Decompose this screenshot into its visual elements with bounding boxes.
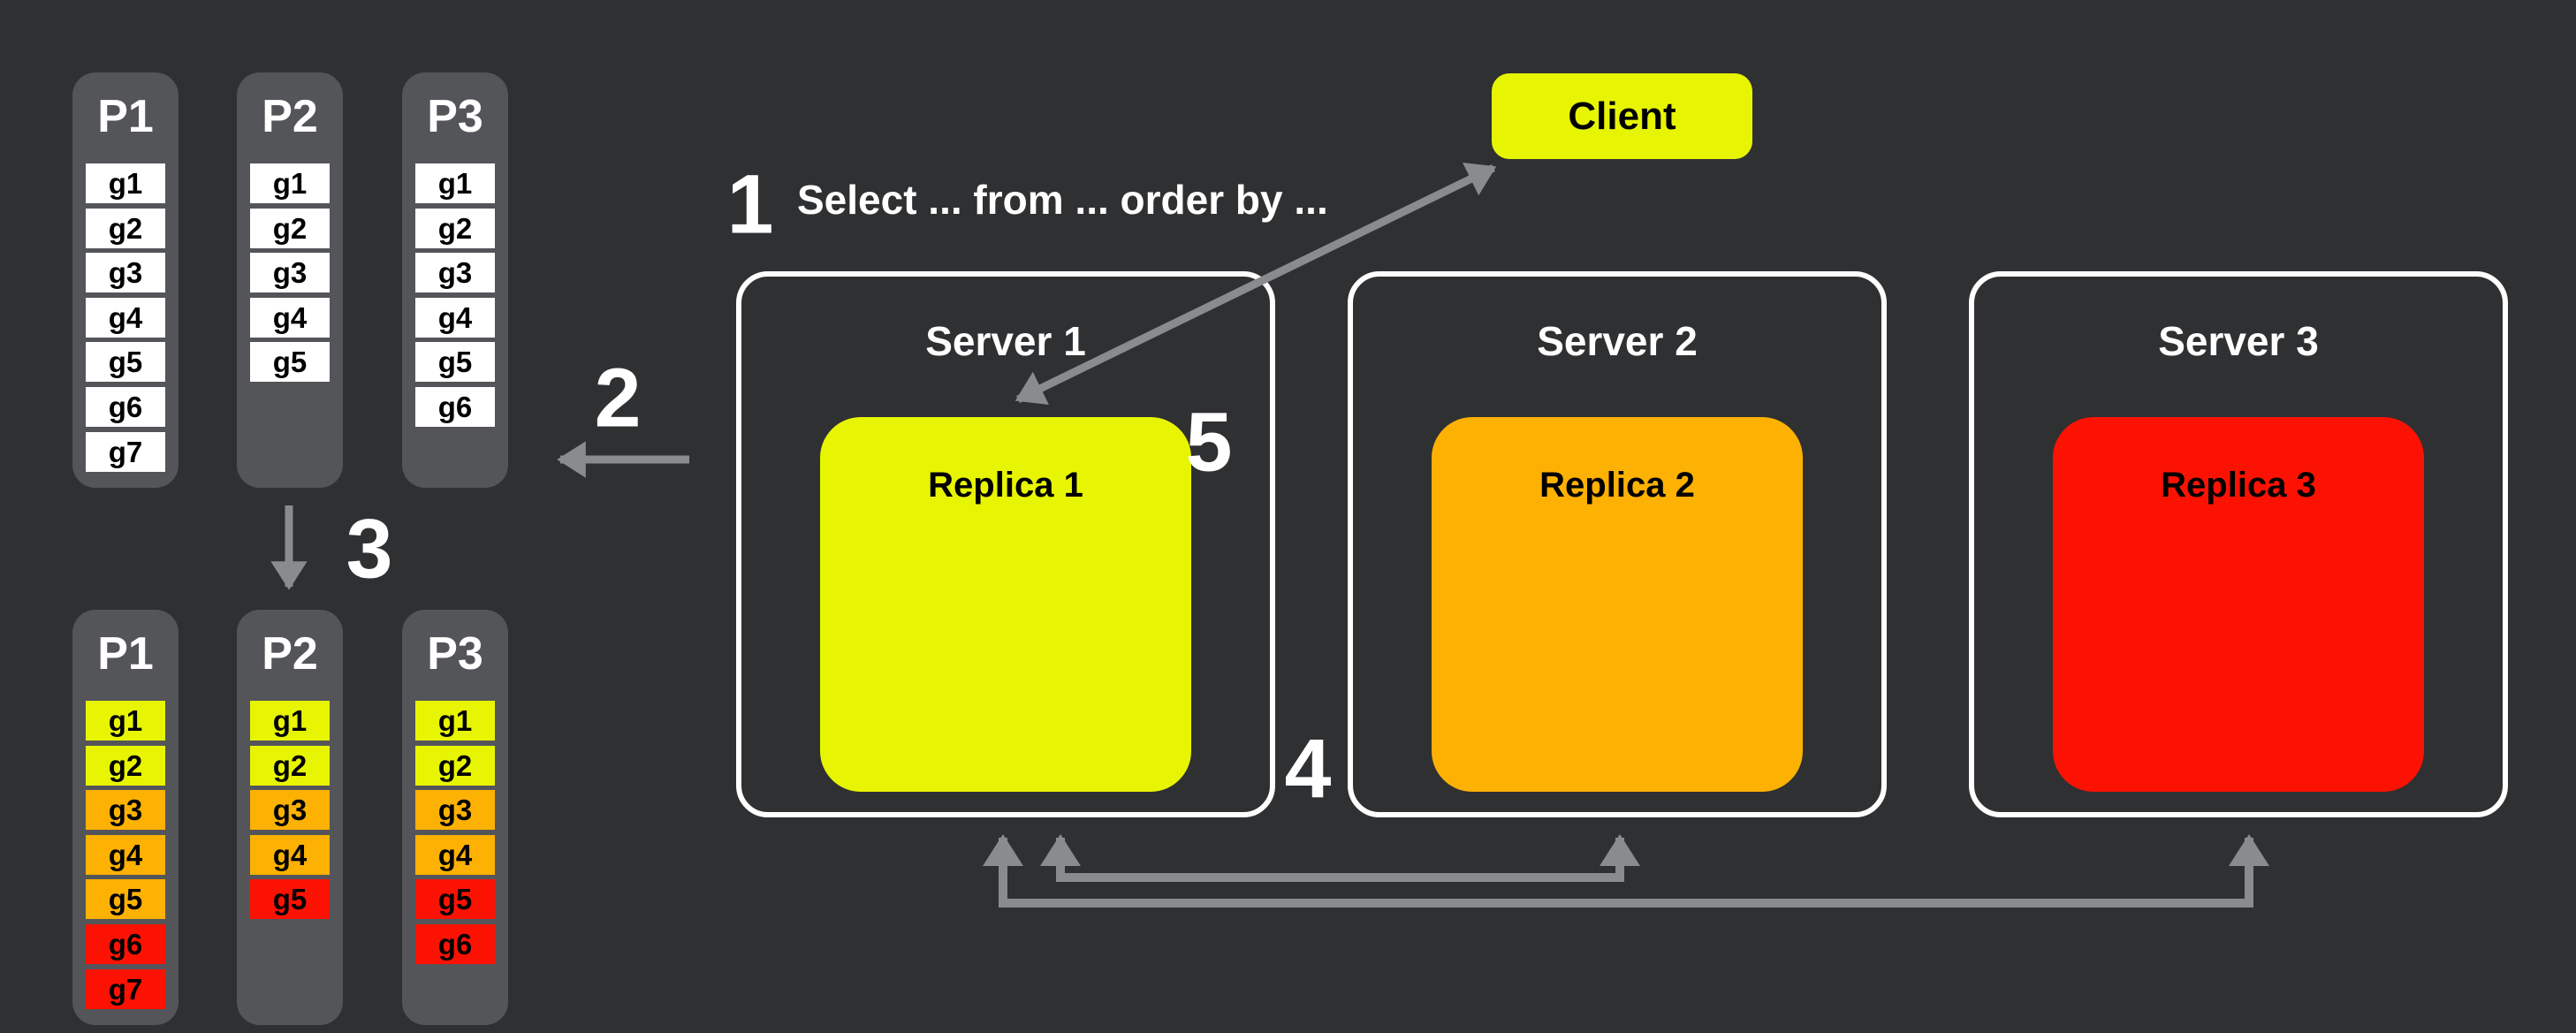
partition-label: P3	[427, 628, 483, 680]
server-box-3: Server 3 Replica 3	[1969, 271, 2508, 817]
partition-label: P2	[262, 628, 318, 680]
partition-cell-g1: g1	[415, 163, 495, 203]
partition-cell-g1: g1	[250, 163, 330, 203]
partition-cell-g2: g2	[250, 746, 330, 786]
partition-cell-g2: g2	[415, 746, 495, 786]
replica-label: Replica 1	[928, 466, 1083, 505]
partition-cell-g3: g3	[86, 253, 165, 292]
partition-cell-g7: g7	[86, 432, 165, 472]
client-label: Client	[1568, 95, 1676, 138]
partition-cell-g4: g4	[250, 835, 330, 875]
replica-label: Replica 2	[1539, 466, 1695, 505]
partition-cell-g2: g2	[86, 746, 165, 786]
partition-cell-g3: g3	[250, 253, 330, 292]
step-3-number: 3	[346, 502, 393, 596]
partition-cell-g4: g4	[415, 835, 495, 875]
partition-cell-g4: g4	[250, 298, 330, 338]
partition-cell-g2: g2	[250, 209, 330, 248]
partition-cell-g1: g1	[86, 163, 165, 203]
partition-cell-g3: g3	[415, 253, 495, 292]
step-4-gather-server2-arrow	[1040, 834, 1641, 882]
partition-cell-g3: g3	[250, 790, 330, 830]
partition-cell-g4: g4	[86, 835, 165, 875]
partition-cell-g3: g3	[86, 790, 165, 830]
step-5-number: 5	[1185, 395, 1233, 490]
partition-label: P2	[262, 91, 318, 142]
step-4-gather-server3-arrow	[983, 834, 2270, 908]
partition-cell-g5: g5	[415, 342, 495, 382]
step-1-number: 1	[726, 157, 774, 252]
partition-label: P3	[427, 91, 483, 142]
partition-cell-g4: g4	[415, 298, 495, 338]
replica-box-3: Replica 3	[2053, 417, 2424, 792]
partition-cell-g5: g5	[250, 879, 330, 919]
server-label: Server 2	[1537, 318, 1698, 364]
partition-cell-g1: g1	[86, 701, 165, 741]
server-box-2: Server 2 Replica 2	[1348, 271, 1887, 817]
partition-cell-g6: g6	[415, 924, 495, 964]
server-box-1: Server 1 Replica 1	[736, 271, 1275, 817]
replica-box-2: Replica 2	[1432, 417, 1803, 792]
replica-box-1: Replica 1	[820, 417, 1191, 792]
client-box: Client	[1492, 73, 1752, 159]
replica-label: Replica 3	[2161, 466, 2316, 505]
partition-cell-g1: g1	[415, 701, 495, 741]
partition-cell-g2: g2	[86, 209, 165, 248]
partition-cell-g3: g3	[415, 790, 495, 830]
partition-cell-g5: g5	[250, 342, 330, 382]
partition-cell-g6: g6	[86, 924, 165, 964]
server-label: Server 1	[925, 318, 1086, 364]
partition-cell-g5: g5	[86, 342, 165, 382]
partition-cell-g5: g5	[415, 879, 495, 919]
partition-cell-g6: g6	[415, 387, 495, 427]
partition-cell-g4: g4	[86, 298, 165, 338]
partition-cell-g7: g7	[86, 969, 165, 1009]
partition-cell-g1: g1	[250, 701, 330, 741]
step-1-query-text: Select ... from ... order by ...	[797, 177, 1328, 223]
partition-label: P1	[97, 628, 154, 680]
partition-cell-g6: g6	[86, 387, 165, 427]
step-4-number: 4	[1284, 722, 1332, 817]
step-2-number: 2	[594, 351, 642, 445]
partition-cell-g5: g5	[86, 879, 165, 919]
partition-cell-g2: g2	[415, 209, 495, 248]
partition-label: P1	[97, 91, 154, 142]
server-label: Server 3	[2158, 318, 2319, 364]
